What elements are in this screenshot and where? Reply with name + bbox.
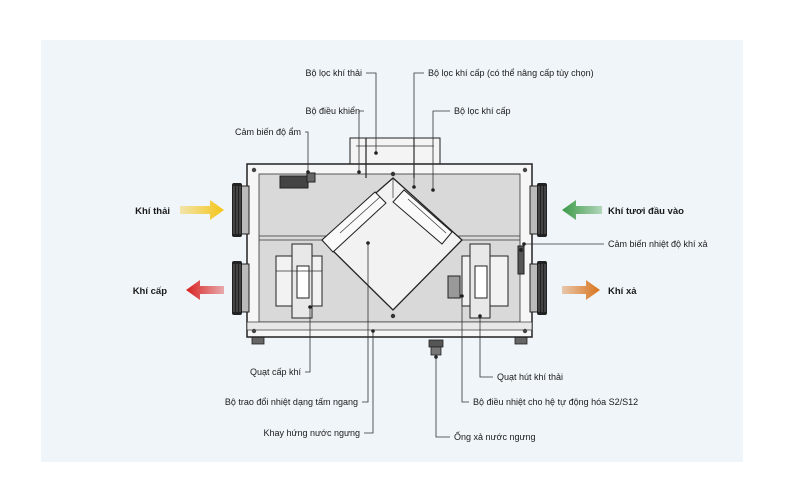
- label-exhaust-temp-sensor: Cảm biến nhiệt độ khí xả: [608, 239, 708, 249]
- label-condensate-tray: Khay hứng nước ngưng: [263, 428, 360, 438]
- duct-right-top: [537, 183, 547, 237]
- label-supply-fan: Quạt cấp khí: [250, 367, 302, 377]
- label-controller: Bộ điều khiển: [305, 106, 360, 116]
- exhaust-fan-shape: [447, 243, 509, 319]
- plate-heat-exchanger-shape: [321, 171, 463, 319]
- discharge-air-out-arrow: [562, 280, 600, 300]
- label-thermostat-s2-s12: Bộ điều nhiệt cho hệ tự động hóa S2/S12: [473, 397, 638, 407]
- duct-right-bottom: [537, 261, 547, 315]
- label-plate-heat-exchanger: Bộ trao đổi nhiệt dạng tấm ngang: [225, 397, 358, 407]
- leader-lines: [305, 72, 604, 438]
- label-exhaust-filter: Bộ lọc khí thải: [305, 68, 362, 78]
- label-supply-filter-optional: Bộ lọc khí cấp (có thể nâng cấp tùy chọn…: [428, 68, 594, 78]
- exhaust-air-in-arrow: [180, 200, 224, 220]
- side-label-discharge-air-out: Khí xả: [608, 286, 637, 297]
- humidity-sensor-box: [279, 172, 316, 189]
- supply-air-out-arrow: [186, 280, 224, 300]
- label-humidity-sensor: Cảm biến độ ẩm: [235, 127, 301, 137]
- side-label-fresh-air-in: Khí tươi đầu vào: [608, 206, 684, 217]
- duct-left-top: [232, 183, 242, 237]
- label-exhaust-fan: Quạt hút khí thải: [497, 372, 563, 382]
- fresh-air-in-arrow: [562, 200, 602, 220]
- exhaust-temp-sensor-shape: [517, 245, 525, 275]
- side-label-supply-air-out: Khí cấp: [133, 286, 168, 297]
- label-supply-filter: Bộ lọc khí cấp: [454, 106, 511, 116]
- side-label-exhaust-air-in: Khí thải: [135, 206, 170, 217]
- duct-left-bottom: [232, 261, 242, 315]
- supply-fan-shape: [275, 243, 323, 319]
- label-condensate-drain: Ống xả nước ngưng: [454, 431, 536, 442]
